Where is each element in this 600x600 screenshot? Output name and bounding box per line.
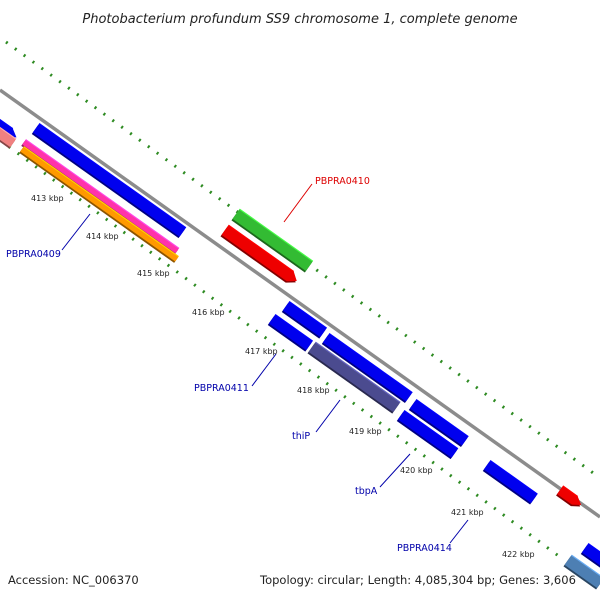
gene-label-leader — [251, 353, 277, 387]
kbp-tick-label: 421 kbp — [451, 508, 484, 517]
cds-small-421 — [482, 460, 538, 505]
cds-pbpra0410-rev — [220, 224, 297, 283]
track-orange — [19, 146, 179, 263]
genome-summary-text: Topology: circular; Length: 4,085,304 bp… — [260, 573, 576, 587]
gene-label-leader — [61, 213, 91, 251]
gene-label-leader — [379, 453, 411, 488]
kbp-tick-label: 415 kbp — [137, 269, 170, 278]
cds-pbpra0411-a — [281, 301, 328, 339]
kbp-tick-label: 417 kbp — [245, 347, 278, 356]
kbp-tick-label: 414 kbp — [86, 232, 119, 241]
gene-label[interactable]: PBPRA0410 — [315, 176, 370, 187]
kbp-tick-label: 420 kbp — [400, 466, 433, 475]
cds-steel-422 — [563, 554, 600, 590]
accession-text: Accession: NC_006370 — [8, 573, 139, 587]
gene-label[interactable]: PBPRA0414 — [397, 543, 452, 554]
kbp-tick-labels: 413 kbp 414 kbp 415 kbp 416 kbp 417 kbp 418 k… — [31, 194, 535, 559]
pseudo-fragment-left — [0, 126, 17, 149]
gene-label[interactable]: PBPRA0411 — [194, 383, 249, 394]
cds-tbpA-b — [396, 410, 459, 460]
kbp-tick-label: 413 kbp — [31, 194, 64, 203]
cds-tbpA-a — [408, 399, 469, 448]
inner-tick-track — [0, 138, 561, 559]
gene-features — [0, 118, 600, 590]
chromosome-backbone — [0, 88, 600, 519]
track-magenta — [21, 139, 180, 255]
gene-label[interactable]: PBPRA0409 — [6, 249, 61, 260]
trna-pbpra0410 — [231, 208, 314, 273]
cds-edge-422 — [580, 543, 600, 568]
gene-label-leader — [315, 399, 341, 433]
kbp-tick-label: 418 kbp — [297, 386, 330, 395]
gene-label[interactable]: tbpA — [355, 486, 378, 497]
cds-thiP-a — [321, 333, 413, 404]
gene-label[interactable]: thiP — [292, 431, 310, 442]
kbp-tick-label: 416 kbp — [192, 308, 225, 317]
outer-tick-track — [5, 40, 600, 480]
cds-pbpra0409-fwd — [31, 123, 187, 239]
cds-pbpra0411-b — [267, 314, 314, 352]
cds-thiP-b — [307, 341, 401, 414]
gene-label-leader — [283, 183, 313, 223]
gene-label-leader — [449, 519, 469, 544]
kbp-tick-label: 419 kbp — [349, 427, 382, 436]
kbp-tick-label: 422 kbp — [502, 550, 535, 559]
cds-pbpra0414-rev — [556, 485, 582, 507]
map-title: Photobacterium profundum SS9 chromosome … — [82, 12, 517, 27]
